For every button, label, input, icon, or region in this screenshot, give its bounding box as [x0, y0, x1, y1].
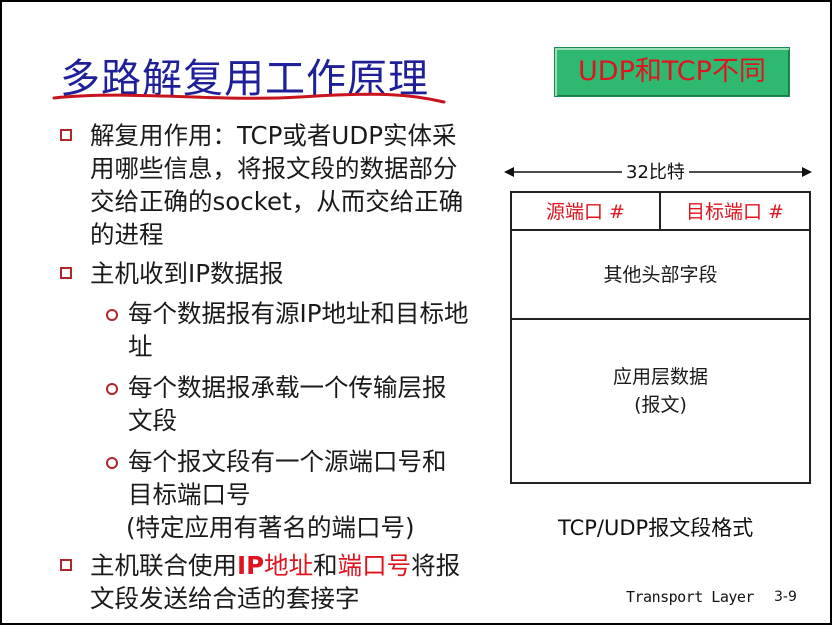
bullet-text: 主机联合使用	[90, 551, 237, 580]
sub-bullet-line: 每个数据报有源IP地址和目标地	[128, 299, 469, 328]
highlight-port: 端口号	[337, 551, 412, 580]
sub-bullet-line: 目标端口号	[128, 480, 251, 509]
sub-bullet-line: 每个报文段有一个源端口号和	[128, 447, 447, 476]
sub-bullet-line: 文段	[128, 406, 177, 435]
title-underline-decoration	[52, 92, 446, 104]
bullet-text: 和	[313, 551, 338, 580]
bullet-line: 交给正确的socket，从而交给正确	[90, 187, 464, 216]
circle-bullet-icon	[106, 309, 118, 321]
source-port-label: 源端口 #	[546, 201, 625, 223]
bullet-text: 将报	[411, 551, 461, 580]
source-port-field: 源端口 #	[512, 193, 661, 231]
circle-bullet-icon	[106, 457, 118, 469]
other-header-fields: 其他头部字段	[512, 231, 809, 320]
dest-port-label: 目标端口 #	[686, 201, 784, 223]
bullet-line: 文段发送给合适的套接字	[90, 584, 360, 613]
bullet-line: 解复用作用：TCP或者UDP实体采	[90, 121, 457, 150]
application-data-field: 应用层数据 (报文)	[512, 363, 809, 419]
bullet-line: 主机联合使用IP地址和端口号将报	[90, 550, 460, 582]
square-bullet-icon	[60, 267, 72, 279]
app-data-sublabel: (报文)	[634, 394, 687, 416]
square-bullet-icon	[60, 559, 72, 571]
sub-bullet-line: 址	[128, 332, 153, 361]
other-header-label: 其他头部字段	[603, 264, 718, 286]
segment-format-diagram: 源端口 # 目标端口 # 其他头部字段 应用层数据 (报文)	[510, 191, 811, 484]
sub-bullet-line: 每个数据报承载一个传输层报	[128, 373, 447, 402]
highlight-address: 地址	[264, 551, 314, 580]
width-label: 32比特	[622, 158, 689, 184]
bullet-line: 用哪些信息，将报文段的数据部分	[90, 154, 458, 183]
sub-bullet-note: (特定应用有著名的端口号)	[126, 513, 415, 542]
app-data-label: 应用层数据	[612, 366, 708, 388]
udp-tcp-diff-button[interactable]: UDP和TCP不同	[554, 47, 790, 97]
square-bullet-icon	[60, 129, 72, 141]
dest-port-field: 目标端口 #	[661, 193, 809, 231]
circle-bullet-icon	[106, 383, 118, 395]
highlight-ip: IP	[237, 551, 265, 580]
footer-page-number: 3-9	[774, 589, 797, 605]
bullet-line: 的进程	[90, 220, 164, 249]
diagram-caption: TCP/UDP报文段格式	[558, 516, 754, 540]
footer-chapter: Transport Layer	[626, 588, 754, 606]
bullet-line: 主机收到IP数据报	[90, 259, 284, 288]
